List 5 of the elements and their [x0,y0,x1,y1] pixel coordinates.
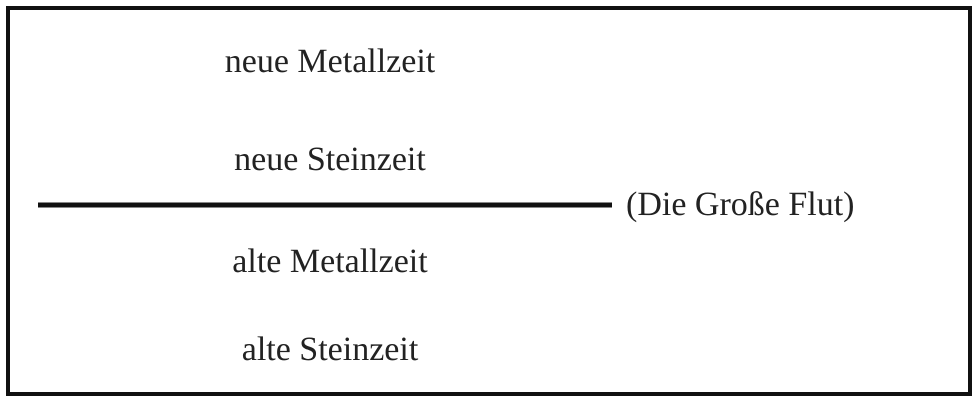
era-label: neue Metallzeit [224,42,436,82]
annotation-text: (Die Große Flut) [626,185,855,225]
era-label: alte Steinzeit [242,330,418,370]
era-label: neue Steinzeit [234,140,426,180]
era-label: alte Metallzeit [232,242,428,282]
